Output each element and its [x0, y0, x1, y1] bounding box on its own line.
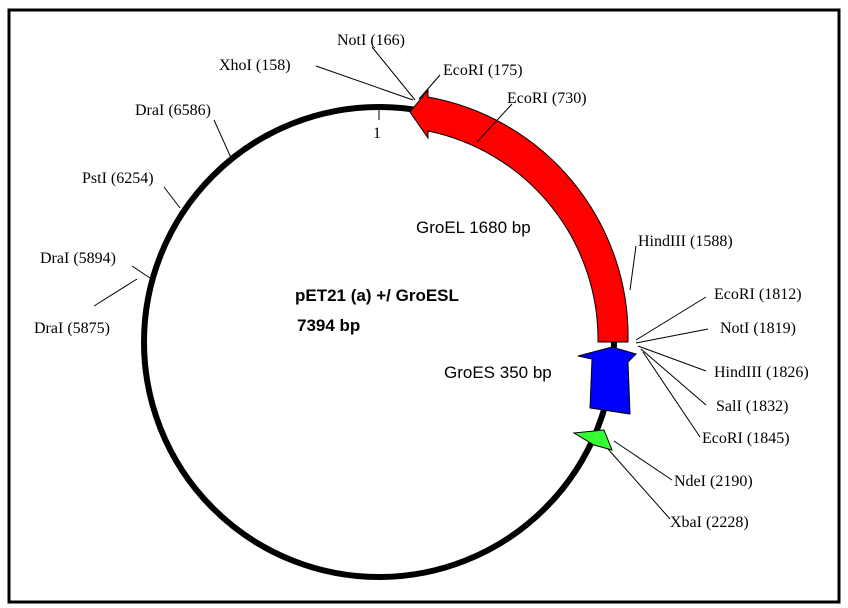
site-label-ecori-1812: EcoRI (1812) — [714, 286, 802, 303]
small-feature-arrow[interactable] — [572, 429, 613, 451]
leader-lines — [93, 46, 709, 520]
site-label-xhoi-158: XhoI (158) — [219, 57, 291, 74]
origin-label: 1 — [373, 125, 381, 142]
site-label-ecori-730: EcoRI (730) — [507, 90, 587, 107]
site-label-ndei-2190: NdeI (2190) — [674, 473, 753, 490]
site-label-drai-5875: DraI (5875) — [34, 320, 110, 337]
site-label-psti-6254: PstI (6254) — [82, 170, 154, 187]
plasmid-size: 7394 bp — [297, 316, 360, 335]
site-label-drai-5894: DraI (5894) — [40, 250, 116, 267]
site-label-noti-166: NotI (166) — [337, 32, 405, 49]
site-label-xbai-2228: XbaI (2228) — [670, 514, 749, 531]
plasmid-name: pET21 (a) +/ GroESL — [295, 286, 459, 305]
site-label-hindiii-1588: HindIII (1588) — [638, 233, 733, 250]
groel-feature-label: GroEL 1680 bp — [416, 218, 531, 237]
groes-feature-label: GroES 350 bp — [444, 363, 552, 382]
site-label-ecori-1845: EcoRI (1845) — [702, 430, 790, 447]
groes-feature-arrow[interactable] — [577, 346, 637, 415]
site-label-noti-1819: NotI (1819) — [720, 320, 796, 337]
site-label-drai-6586: DraI (6586) — [135, 102, 211, 119]
site-label-ecori-175: EcoRI (175) — [443, 62, 523, 79]
site-label-sali-1832: SalI (1832) — [716, 398, 788, 415]
groel-feature-arrow[interactable] — [409, 88, 629, 343]
site-label-hindiii-1826: HindIII (1826) — [714, 364, 809, 381]
